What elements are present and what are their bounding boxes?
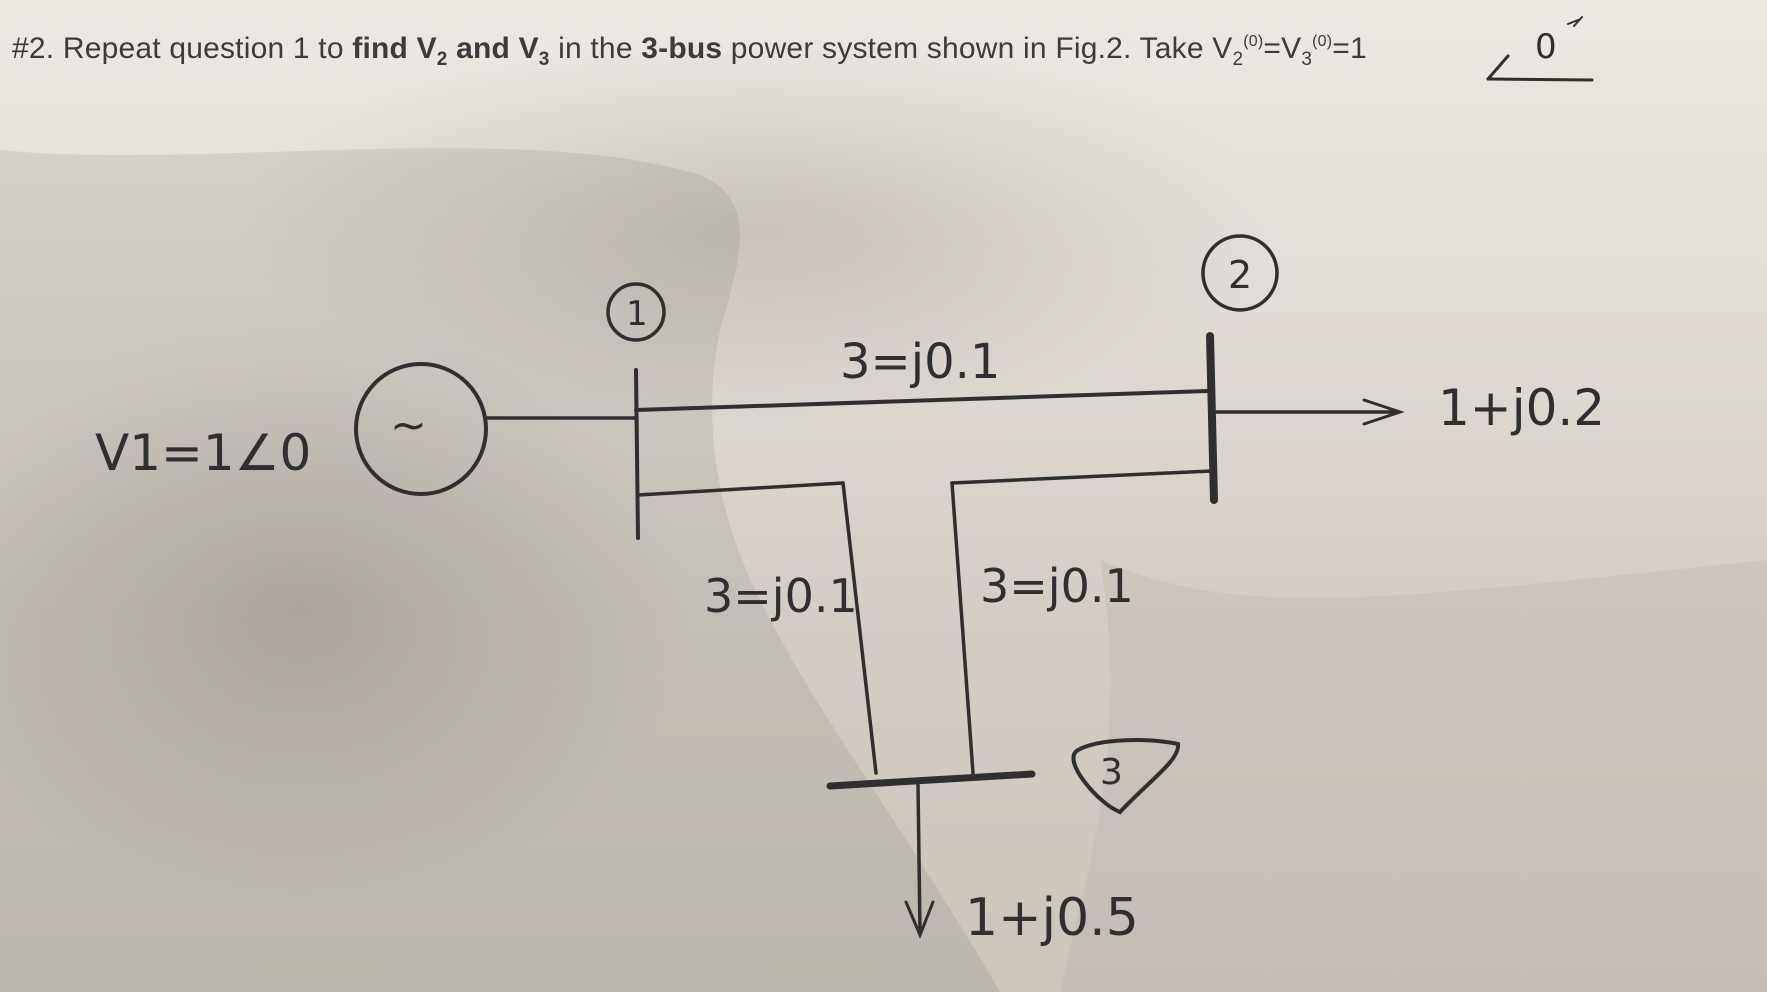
angle-symbol-icon xyxy=(1486,54,1594,82)
question-bold-part: and V xyxy=(447,32,539,65)
line-2-3-impedance: 3=j0.1 xyxy=(980,559,1134,613)
question-text: #2. Repeat question 1 to find V2 and V3 … xyxy=(12,32,1367,70)
generator-circle xyxy=(354,362,488,496)
generator-symbol: ~ xyxy=(390,400,427,451)
question-text-part: =1 xyxy=(1332,32,1367,65)
question-text-part: in the xyxy=(549,32,642,65)
subscript: 2 xyxy=(436,49,448,70)
bus-2-number: 2 xyxy=(1228,253,1252,297)
bus-3-marker: 3 xyxy=(1071,738,1181,815)
bus-1-number: 1 xyxy=(626,294,648,334)
bus-1-marker: 1 xyxy=(606,282,666,342)
line-1-2 xyxy=(634,389,1210,412)
line-2-3-horizontal xyxy=(950,469,1214,485)
line-1-3-impedance: 3=j0.1 xyxy=(704,569,858,623)
source-voltage-label: V1=1∠0 xyxy=(95,424,311,482)
question-bold-part: 3-bus xyxy=(641,32,723,65)
bus-3-bar xyxy=(826,770,1036,790)
bus-2-marker: 2 xyxy=(1201,234,1279,312)
degree-mark xyxy=(1567,16,1583,27)
line-1-3-horizontal xyxy=(636,481,845,497)
load-2-label: 1+j0.2 xyxy=(1438,379,1605,437)
question-text-part: power system shown in Fig.2. Take V xyxy=(722,32,1233,65)
subscript: 3 xyxy=(538,49,550,70)
superscript: (0) xyxy=(1312,33,1333,50)
bus-1-circle xyxy=(606,282,666,342)
question-angle-value: 0 xyxy=(1535,27,1557,67)
bus-3-shape xyxy=(1071,738,1181,815)
subscript: 3 xyxy=(1301,49,1313,70)
load-3-arrow-icon xyxy=(904,900,935,939)
load-3-label: 1+j0.5 xyxy=(965,888,1139,948)
bus-2-circle xyxy=(1201,234,1279,312)
question-text-part: =V xyxy=(1263,32,1302,65)
bus-1-bar xyxy=(634,368,640,540)
bus-2-bar xyxy=(1206,332,1218,504)
line-1-2-impedance: 3=j0.1 xyxy=(840,334,1000,390)
load-2-arrow-icon xyxy=(1362,398,1405,426)
line-2-3-vertical xyxy=(950,481,975,775)
superscript: (0) xyxy=(1243,33,1264,50)
subscript: 2 xyxy=(1232,49,1244,70)
question-number: #2. xyxy=(12,32,55,65)
load-3-arrow-shaft xyxy=(916,783,922,934)
question-bold-part: find V xyxy=(352,32,437,65)
line-1-3-vertical xyxy=(841,481,878,775)
question-text-part: Repeat question 1 to xyxy=(62,32,353,65)
bus-3-number: 3 xyxy=(1100,752,1123,793)
